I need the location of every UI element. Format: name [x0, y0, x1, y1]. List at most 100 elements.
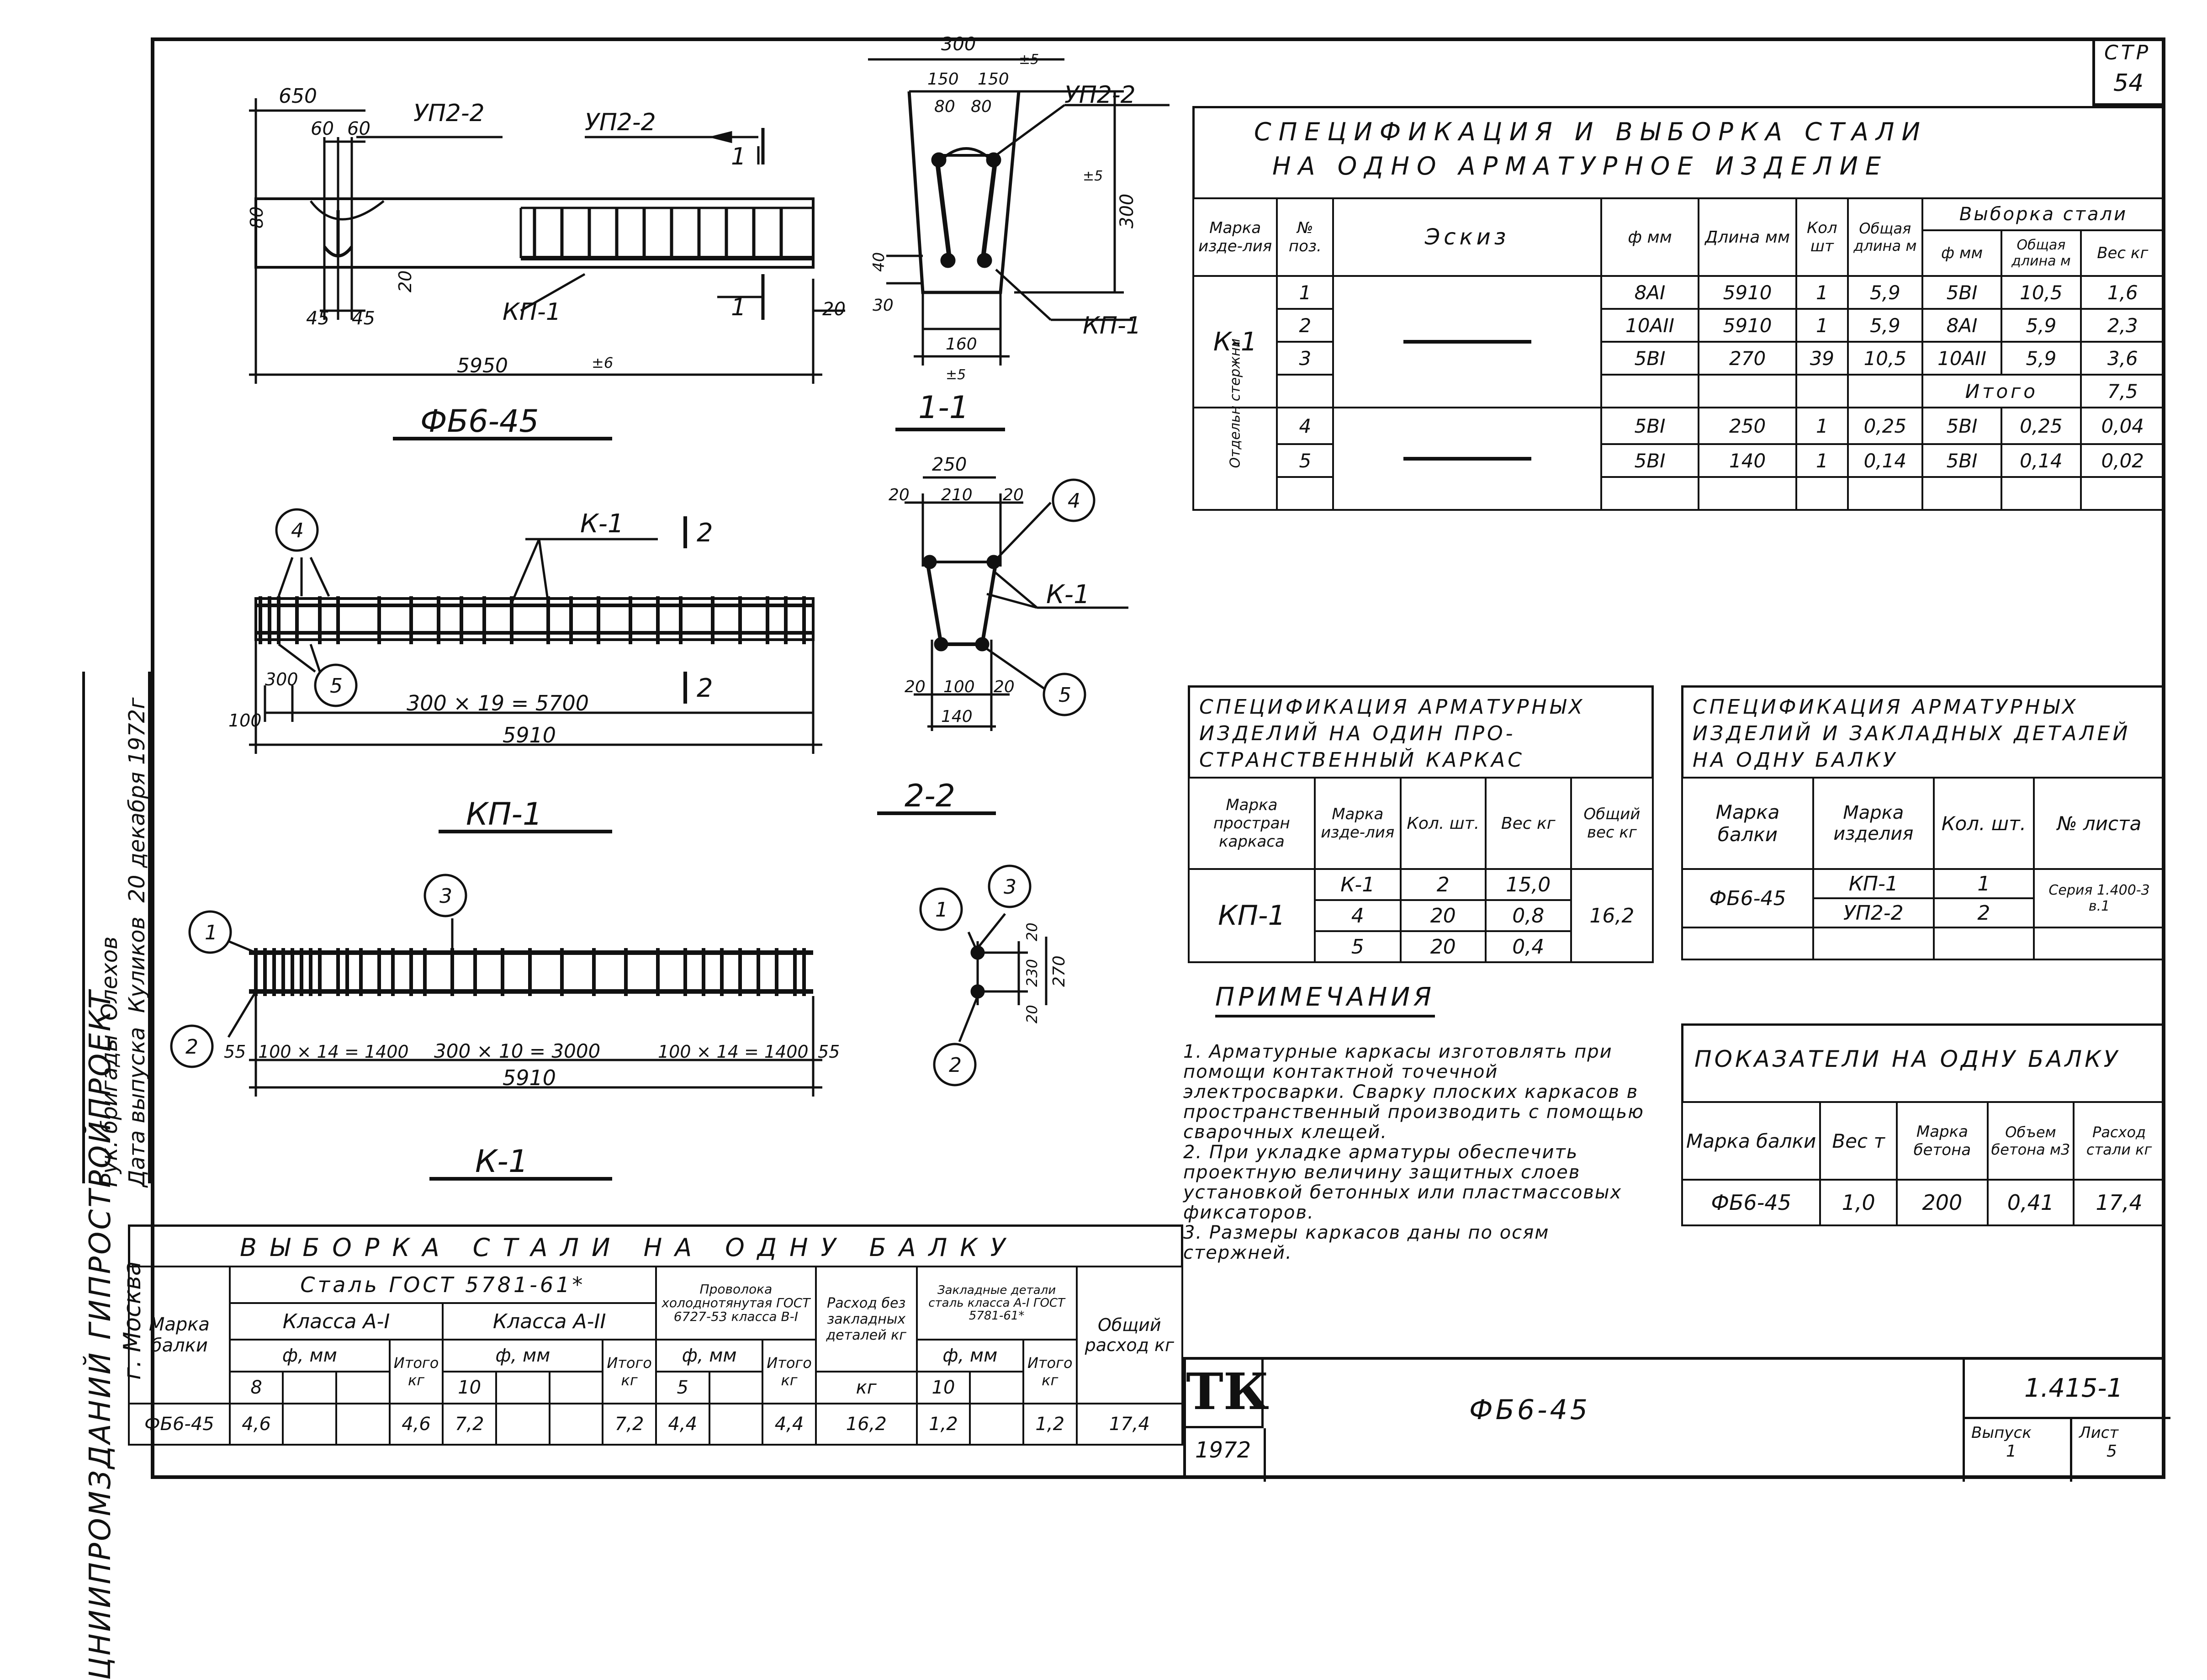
k-span3: 100 × 14 = 1400 [658, 1042, 809, 1062]
st-v-5: 4,4 [655, 1403, 710, 1446]
sb-r1-0: КП-1 [1812, 868, 1935, 899]
st-it2: Итого [607, 1354, 652, 1372]
ind-h3: Объем бетона м3 [1986, 1101, 2075, 1181]
sm-r2-len: 5910 [1698, 308, 1797, 343]
sm-r2-pos: 2 [1276, 308, 1334, 343]
ind-v1: 1,0 [1819, 1179, 1898, 1226]
kp-k1: К-1 [580, 509, 624, 539]
fb-dim-45a: 45 [306, 308, 329, 329]
skp-h1: Марка изде-лия [1313, 777, 1402, 870]
note-3: 3. Размеры каркасов даны по осям стержне… [1183, 1222, 1550, 1263]
spec-beam-table: Марка балки Марка изделия Кол. шт. № лис… [1681, 777, 2165, 960]
s22-dim-100: 100 [943, 678, 975, 696]
kp-n4: 4 [291, 519, 304, 542]
kp-n5: 5 [330, 674, 343, 698]
st-d5: 5 [655, 1371, 710, 1404]
st-v-it2: 7,2 [602, 1403, 657, 1446]
kx-n1: 1 [935, 898, 948, 922]
indicators-table: Марка балки Вес т Марка бетона Объем бет… [1681, 1101, 2165, 1226]
sm-r5-vlen: 0,14 [2001, 443, 2082, 478]
ind-v4: 17,4 [2073, 1179, 2165, 1226]
st-ca2: Класса А-II [442, 1302, 657, 1341]
k-title: К-1 [475, 1144, 528, 1180]
skp-total: 16,2 [1570, 868, 1654, 963]
sm-r3-len: 270 [1698, 341, 1797, 376]
fb-title: ФБ6-45 [420, 403, 539, 440]
st-v-10: 7,2 [442, 1403, 497, 1446]
s22-dim-20d: 20 [994, 678, 1015, 696]
sm-r5-d: 5ВI [1600, 443, 1700, 478]
steel-title: ВЫБОРКА СТАЛИ НА ОДНУ БАЛКУ [128, 1224, 1183, 1266]
skp-r3-0: 5 [1313, 930, 1402, 963]
skp-r1-1: 2 [1399, 868, 1487, 901]
st-kg2: кг [621, 1372, 638, 1389]
ind-h2: Марка бетона [1896, 1101, 1989, 1181]
sm-blank-d [1600, 374, 1700, 408]
st-fi1: ф, мм [228, 1339, 391, 1373]
s22-dim-20a: 20 [889, 486, 910, 504]
fb-cut-top: 1 [731, 143, 746, 170]
sm-r3-w: 3,6 [2080, 341, 2166, 376]
kx-n3: 3 [1004, 875, 1016, 899]
steel-table: Марка балки Сталь ГОСТ 5781-61* Проволок… [128, 1266, 1184, 1446]
kx-dim-20b: 20 [1023, 1005, 1041, 1023]
sm-h-vyb: Выборка стали [1921, 197, 2166, 231]
stamp-year: 1972 [1195, 1437, 1251, 1463]
spec-beam-title-text: СПЕЦИФИКАЦИЯ АРМАТУРНЫХ ИЗДЕЛИЙ И ЗАКЛАД… [1693, 695, 2131, 772]
st-kg1: кг [408, 1372, 425, 1389]
s11-dim-40: 40 [870, 252, 888, 272]
sm-itogo-val: 7,5 [2080, 374, 2166, 408]
sm-r1-d: 8АI [1600, 275, 1700, 310]
fb-cut-bottom: 1 [731, 294, 746, 321]
sm-r1-total: 5,9 [1847, 275, 1923, 310]
skp-h0: Марка простран каркаса [1188, 777, 1316, 870]
ind-v0: ФБ6-45 [1681, 1179, 1821, 1226]
kp-dim-100: 100 [228, 710, 262, 731]
k-total: 5910 [503, 1065, 556, 1090]
k-span1: 100 × 14 = 1400 [258, 1042, 409, 1062]
sm-r4-qty: 1 [1795, 407, 1849, 445]
sm-r5-qty: 1 [1795, 443, 1849, 478]
stamp-logo: ТК [1186, 1362, 1269, 1421]
s22-title: 2-2 [905, 778, 955, 814]
skp-r3-2: 0,4 [1484, 930, 1572, 963]
st-fi3: ф, мм [655, 1339, 764, 1373]
sm-h-marka: Марка изде-лия [1192, 197, 1278, 277]
fb-dim-60a: 60 [311, 118, 334, 139]
skp-r3-1: 20 [1399, 930, 1487, 963]
st-g3: Расход без закладных деталей кг [815, 1266, 918, 1373]
sm-group2: Отдельн стержни [1227, 338, 1244, 468]
sm-blank-total [1847, 374, 1923, 408]
s11-dim-300: 300 [941, 34, 976, 55]
s11-dim-80a: 80 [934, 97, 955, 116]
stamp-issue-h: Выпуск [1971, 1424, 2032, 1442]
sb-marka: ФБ6-45 [1681, 868, 1815, 928]
st-fi2: ф, мм [442, 1339, 604, 1373]
stamp-series: 1.415-1 [2024, 1373, 2123, 1403]
st-it1: Итого [393, 1354, 439, 1372]
kp-cut-top: 2 [697, 518, 713, 548]
ind-v3: 0,41 [1986, 1179, 2075, 1226]
fb-dim-20r: 20 [822, 299, 846, 320]
sm-r3-d: 5ВI [1600, 341, 1700, 376]
ind-h0: Марка балки [1681, 1101, 1821, 1181]
notes-title: ПРИМЕЧАНИЯ [1215, 982, 1435, 1018]
skp-h3: Вес кг [1484, 777, 1572, 870]
sm-r2-w: 2,3 [2080, 308, 2166, 343]
sm-r5-vd: 5ВI [1921, 443, 2003, 478]
st-v-it3: 4,4 [762, 1403, 817, 1446]
sm-r4-len: 250 [1698, 407, 1797, 445]
skp-h4: Общий вес кг [1570, 777, 1654, 870]
skp-marka: КП-1 [1188, 868, 1316, 963]
sm-h-vd: ф мм [1921, 229, 2003, 277]
fb-upg-left: УП2-2 [413, 100, 485, 127]
kp-total: 5910 [503, 723, 556, 747]
fb-tol: ±6 [592, 354, 613, 371]
k-dim-55a: 55 [224, 1042, 246, 1062]
spec-main-title: СПЕЦИФИКАЦИЯ И ВЫБОРКА СТАЛИ НА ОДНО АРМ… [1192, 106, 2165, 197]
sm-r2-total: 5,9 [1847, 308, 1923, 343]
spec-main-title1: СПЕЦИФИКАЦИЯ И ВЫБОРКА СТАЛИ [1254, 117, 1927, 146]
sm-h-qty: Кол шт [1795, 197, 1849, 277]
kp-cut-bottom: 2 [697, 673, 713, 703]
